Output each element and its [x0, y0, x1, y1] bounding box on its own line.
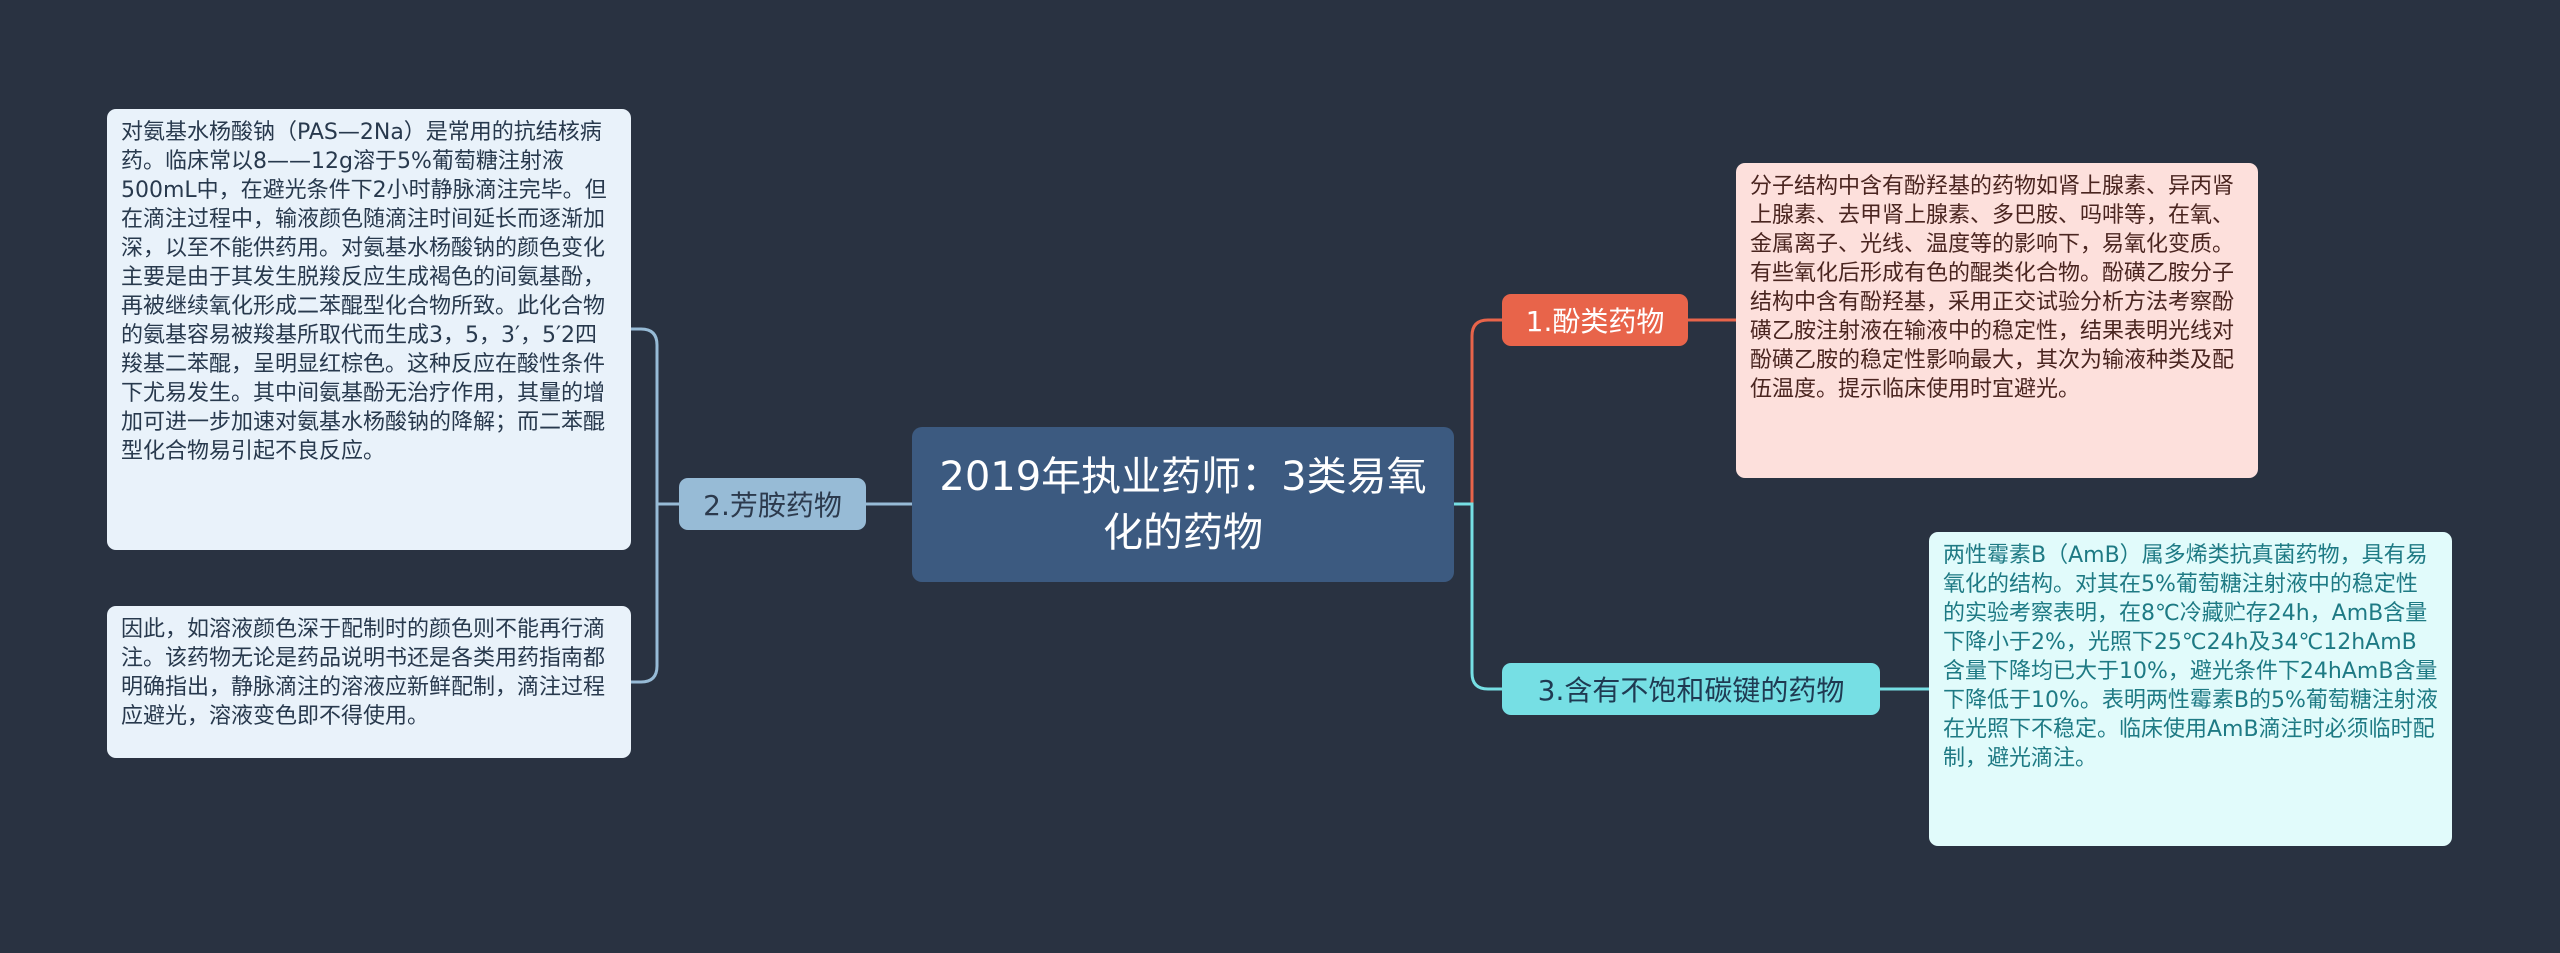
- note-phenols[interactable]: 分子结构中含有酚羟基的药物如肾上腺素、异丙肾上腺素、去甲肾上腺素、多巴胺、吗啡等…: [1736, 163, 2258, 478]
- link-root-branch3: [1454, 502, 1502, 691]
- note-text: 两性霉素B（AmB）属多烯类抗真菌药物，具有易氧化的结构。对其在5%葡萄糖注射液…: [1943, 543, 2438, 771]
- link-branch2-note2: [631, 502, 679, 684]
- branch-label: 1.酚类药物: [1525, 305, 1665, 338]
- branch-label: 2.芳胺药物: [703, 489, 842, 522]
- note-aromatic-amines-2[interactable]: 因此，如溶液颜色深于配制时的颜色则不能再行滴注。该药物无论是药品说明书还是各类用…: [107, 606, 631, 758]
- note-text: 对氨基水杨酸钠（PAS—2Na）是常用的抗结核病药。临床常以8——12g溶于5%…: [121, 120, 607, 464]
- note-text: 分子结构中含有酚羟基的药物如肾上腺素、异丙肾上腺素、去甲肾上腺素、多巴胺、吗啡等…: [1750, 174, 2235, 402]
- note-unsaturated-bonds[interactable]: 两性霉素B（AmB）属多烯类抗真菌药物，具有易氧化的结构。对其在5%葡萄糖注射液…: [1929, 532, 2452, 846]
- branch-phenols[interactable]: 1.酚类药物: [1502, 294, 1688, 346]
- branch-unsaturated-bonds[interactable]: 3.含有不饱和碳键的药物: [1502, 663, 1880, 715]
- root-title: 2019年执业药师：3类易氧化的药物: [939, 453, 1427, 556]
- link-root-branch1: [1454, 318, 1502, 506]
- branch-aromatic-amines[interactable]: 2.芳胺药物: [679, 478, 866, 530]
- note-text: 因此，如溶液颜色深于配制时的颜色则不能再行滴注。该药物无论是药品说明书还是各类用…: [121, 617, 606, 729]
- link-branch2-note1: [631, 327, 679, 506]
- root-topic[interactable]: 2019年执业药师：3类易氧化的药物: [912, 427, 1454, 582]
- branch-label: 3.含有不饱和碳键的药物: [1537, 674, 1845, 707]
- note-aromatic-amines-1[interactable]: 对氨基水杨酸钠（PAS—2Na）是常用的抗结核病药。临床常以8——12g溶于5%…: [107, 109, 631, 550]
